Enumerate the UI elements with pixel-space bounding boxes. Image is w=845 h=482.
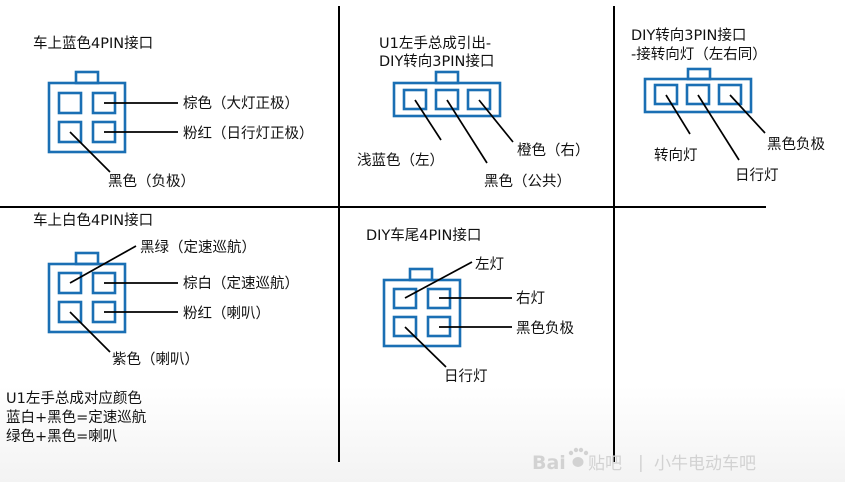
- leader-lines: [665, 94, 766, 161]
- leader-lines: [69, 245, 178, 353]
- panel-title-line2: -接转向灯（左右同）: [631, 46, 767, 63]
- panel-u1-3pin: U1左手总成引出- DIY转向3PIN接口 浅蓝色（左） 橙色（右） 黑色（公共…: [357, 35, 590, 190]
- connector-3pin-icon: [392, 70, 502, 118]
- note-line3: 绿色+黑色=喇叭: [6, 428, 117, 445]
- connector-4pin-icon: [47, 70, 127, 154]
- panel-title: 车上白色4PIN接口: [33, 212, 153, 229]
- watermark-brand: Bai: [532, 452, 566, 474]
- label-black-common: 黑色（公共）: [484, 173, 571, 190]
- note-line2: 蓝白+黑色=定速巡航: [6, 409, 147, 426]
- panel-title: 车上蓝色4PIN接口: [33, 35, 153, 52]
- panel-title: DIY车尾4PIN接口: [366, 227, 481, 244]
- label-daytime: 日行灯: [735, 167, 779, 184]
- label-black: 黑色（负极）: [108, 173, 195, 190]
- label-negative: 黑色负极: [516, 320, 574, 337]
- panel-title-line2: DIY转向3PIN接口: [379, 53, 494, 70]
- label-pink-horn: 粉红（喇叭）: [183, 305, 270, 322]
- leader-lines: [404, 261, 512, 368]
- connector-4pin-icon: [47, 251, 127, 334]
- label-brown-white: 棕白（定速巡航）: [183, 275, 299, 292]
- connector-4pin-icon: [382, 267, 462, 348]
- watermark-forum: 小牛电动车吧: [654, 454, 756, 474]
- note-line1: U1左手总成对应颜色: [6, 389, 142, 407]
- label-brown: 棕色（大灯正极）: [183, 95, 299, 112]
- watermark-brand-tail: 贴吧: [588, 454, 622, 474]
- panel-tail-4pin: DIY车尾4PIN接口 左灯 右灯 黑色负极 日行灯: [366, 227, 574, 385]
- connector-3pin-icon: [643, 67, 753, 114]
- panel-white-4pin: 车上白色4PIN接口 黑绿（定速巡航） 棕白（定速巡航） 粉红（喇叭） 紫色（喇…: [6, 212, 299, 445]
- label-right-light: 右灯: [516, 290, 545, 307]
- label-orange: 橙色（右）: [517, 142, 590, 159]
- label-black-green: 黑绿（定速巡航）: [140, 239, 256, 256]
- watermark: Bai 贴吧 | 小牛电动车吧: [532, 447, 756, 474]
- label-lightblue: 浅蓝色（左）: [357, 152, 444, 169]
- label-pink: 粉红（日行灯正极）: [183, 125, 314, 142]
- label-left-light: 左灯: [475, 256, 504, 273]
- panel-title-line1: U1左手总成引出-: [379, 35, 491, 52]
- label-daytime: 日行灯: [444, 368, 488, 385]
- leader-lines: [414, 99, 514, 164]
- watermark-separator: |: [638, 453, 644, 473]
- panel-title-line1: DIY转向3PIN接口: [631, 27, 746, 44]
- label-turn-signal: 转向灯: [654, 147, 698, 164]
- panel-dividers: [0, 6, 766, 462]
- panel-blue-4pin: 车上蓝色4PIN接口 棕色（大灯正极） 粉红（日行灯正极） 黑色（负极）: [33, 35, 314, 190]
- label-negative: 黑色负极: [767, 136, 825, 153]
- panel-diy-3pin: DIY转向3PIN接口 -接转向灯（左右同） 转向灯 日行灯 黑色负极: [631, 27, 825, 184]
- label-purple-horn: 紫色（喇叭）: [112, 351, 199, 368]
- paw-logo-icon: [568, 447, 589, 467]
- leader-lines: [69, 102, 178, 173]
